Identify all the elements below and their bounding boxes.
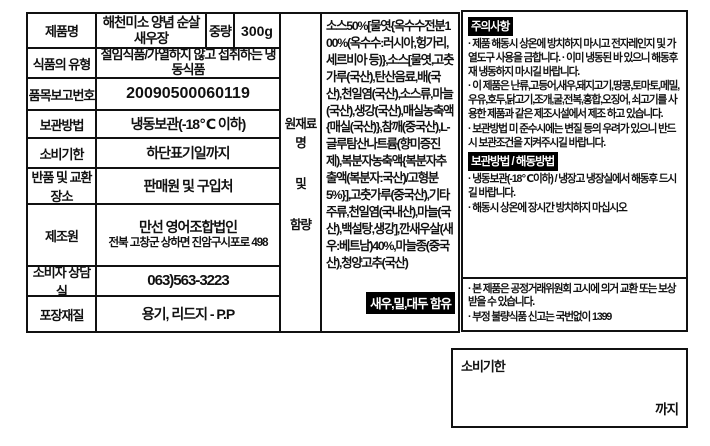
manufacturer-address: 전북 고창군 상하면 진암구시포로 498 (108, 237, 268, 250)
storage-item: · 해동시 상온에 장시간 방치하지 마십시오 (468, 201, 628, 214)
table-row: 제조원 만선 영어조합법인 전북 고창군 상하면 진암구시포로 498 (28, 203, 279, 265)
row-label-package-material: 포장재질 (28, 297, 97, 331)
caution-item: · 제품 해동시 상온에 방치하지 마시고 전자레인지 및 가열도구 사용을 금… (468, 38, 678, 78)
row-label-food-type: 식품의 유형 (28, 49, 97, 77)
storage-value: 냉동보관(-18℃ 이하) (130, 115, 247, 132)
expiry-box-suffix: 까지 (655, 402, 679, 417)
expiry-box-label: 소비기한 (461, 359, 506, 374)
table-row: 품목보고번호 20090500060119 (28, 77, 279, 109)
product-info-table: 제품명 해천미소 양념 순살새우장 중량 300g 식품의 유형 절임식품/가열… (26, 12, 460, 333)
report-number-value: 20090500060119 (126, 84, 250, 102)
manufacturer-value: 만선 영어조합법인 전북 고창군 상하면 진암구시포로 498 (97, 205, 279, 265)
ingredients-cell: 소스50%[물엿{옥수수전분100%(옥수수:러시아,헝가리,세르비아 등)},… (320, 14, 458, 331)
storage-item: · 냉동보관(-18℃이하) / 냉장고 냉장실에서 해동후 드시길 바랍니다. (468, 173, 677, 200)
ingredients-label-line: 함량 (289, 217, 312, 232)
table-row: 보관방법 냉동보관(-18℃ 이하) (28, 109, 279, 137)
product-rows: 제품명 해천미소 양념 순살새우장 중량 300g 식품의 유형 절임식품/가열… (28, 14, 279, 331)
table-row: 소비자 상담실 063)563-3223 (28, 265, 279, 295)
weight-value: 300g (241, 22, 273, 39)
ingredients-text: 소스50%[물엿{옥수수전분100%(옥수수:러시아,헝가리,세르비아 등)},… (326, 19, 454, 270)
row-label-consumer-center: 소비자 상담실 (28, 267, 97, 295)
row-label-product-name: 제품명 (28, 14, 97, 47)
row-label-expiry: 소비기한 (28, 139, 97, 167)
storage-title-badge: 보관방법 / 해동방법 (468, 152, 559, 172)
notice-box: 주의사항 · 제품 해동시 상온에 방치하지 마시고 전자레인지 및 가열도구 … (461, 10, 688, 332)
ingredients-label-line: 원재료명 (284, 116, 318, 150)
ingredients-column-label: 원재료명 및 함량 (279, 14, 320, 331)
row-label-return-place: 반품 및 교환장소 (28, 169, 97, 203)
row-label-manufacturer: 제조원 (28, 205, 97, 265)
expiry-value: 하단표기일까지 (146, 144, 230, 161)
row-label-report-number: 품목보고번호 (28, 79, 97, 109)
table-row: 소비기한 하단표기일까지 (28, 137, 279, 167)
weight-label: 중량 (205, 14, 235, 47)
table-row: 제품명 해천미소 양념 순살새우장 중량 300g (28, 14, 279, 47)
return-place-value: 판매원 및 구입처 (143, 177, 234, 194)
ingredients-label-line: 및 (295, 176, 306, 191)
caution-item: · 이 제품은 난류,고등어,새우,돼지고기,땅콩,토마토,메밀,우유,호두,닭… (468, 80, 680, 120)
exchange-section: · 본 제품은 공정거래위원회 고시에 의거 교환 또는 보상 받을 수 있습니… (463, 276, 686, 330)
consumer-center-value: 063)563-3223 (147, 272, 229, 290)
food-type-value: 절임식품/가열하지 않고 섭취하는 냉동식품 (100, 49, 277, 77)
expiry-date-box: 소비기한 까지 (451, 348, 688, 428)
package-material-value: 용기, 리드지 - P.P (141, 305, 235, 322)
caution-item: · 보관방법 미 준수시에는 변질 등의 우려가 있으니 반드시 보관조건을 지… (468, 122, 676, 149)
table-row: 포장재질 용기, 리드지 - P.P (28, 295, 279, 331)
notice-top-section: 주의사항 · 제품 해동시 상온에 방치하지 마시고 전자레인지 및 가열도구 … (463, 12, 686, 277)
manufacturer-name: 만선 영어조합법인 (139, 219, 238, 236)
product-name-value: 해천미소 양념 순살새우장 (102, 14, 201, 46)
exchange-item: · 본 제품은 공정거래위원회 고시에 의거 교환 또는 보상 받을 수 있습니… (468, 282, 676, 309)
table-row: 반품 및 교환장소 판매원 및 구입처 (28, 167, 279, 203)
allergen-badge: 새우,밀,대두 함유 (366, 292, 455, 314)
row-label-storage: 보관방법 (28, 111, 97, 137)
caution-title-badge: 주의사항 (468, 17, 514, 36)
table-row: 식품의 유형 절임식품/가열하지 않고 섭취하는 냉동식품 (28, 47, 279, 77)
exchange-item: · 부정 불량식품 신고는 국번없이 1399 (468, 311, 612, 324)
